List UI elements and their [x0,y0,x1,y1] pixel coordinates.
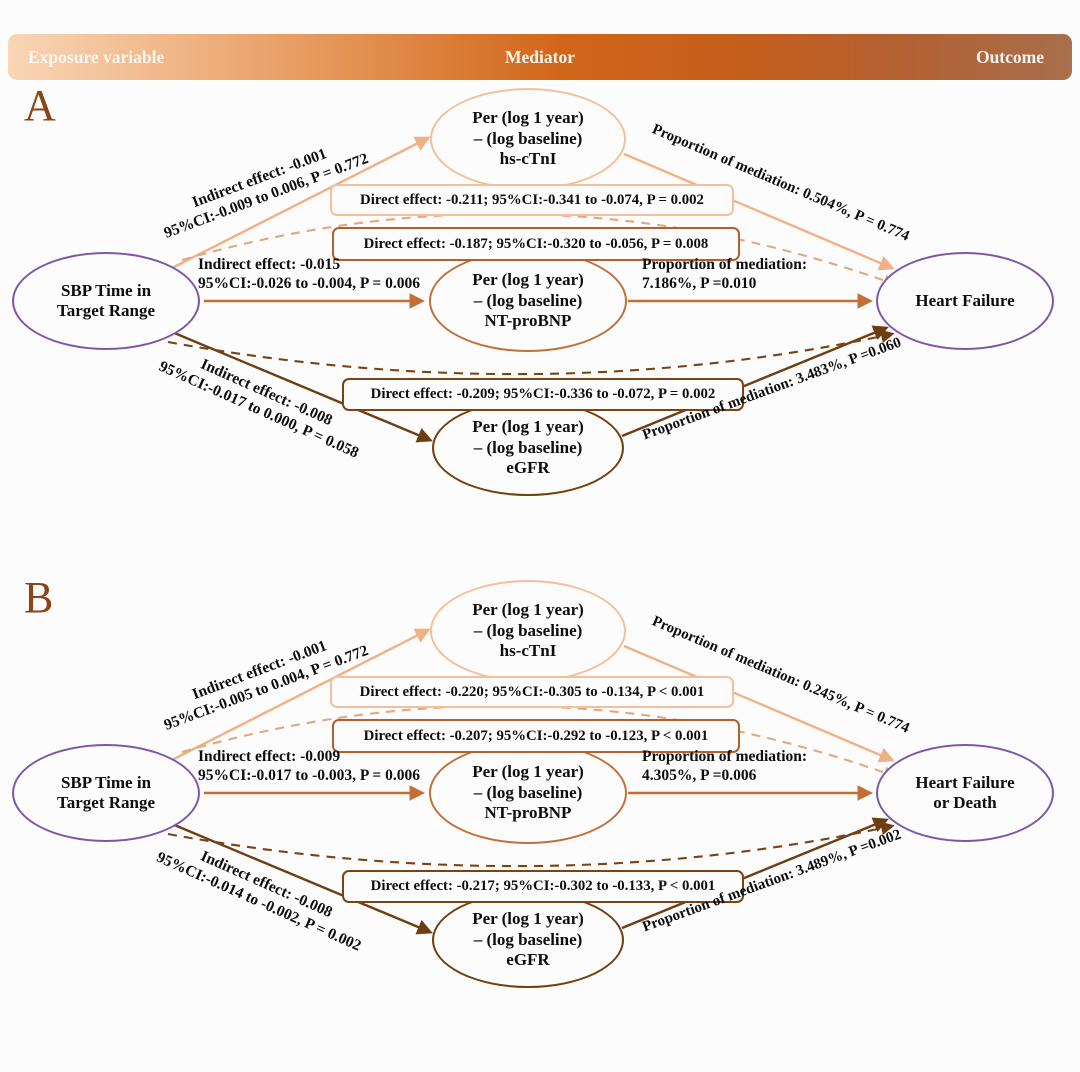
proportion-line1: Proportion of mediation: [642,748,808,765]
outcome-node: Heart Failure [876,252,1054,350]
mediator-name: eGFR [506,458,550,478]
mediator-line1: Per (log 1 year) [472,270,584,290]
mediator-line2: – (log baseline) [473,437,583,457]
proportion-line1: Proportion of mediation: [642,256,808,273]
exposure-line1: SBP Time in [60,280,152,300]
mediator-ntprobnp-node: Per (log 1 year) – (log baseline) NT-pro… [429,250,627,352]
indirect-effect-ntprobnp-label: Indirect effect: -0.009 95%CI:-0.017 to … [198,747,420,786]
indirect-effect-ntprobnp-label: Indirect effect: -0.015 95%CI:-0.026 to … [198,255,420,294]
proportion-line2: 7.186%, P =0.010 [642,275,757,293]
exposure-node: SBP Time in Target Range [12,744,200,842]
outcome-line2: or Death [933,793,997,812]
legend-exposure-label: Exposure variable [28,46,165,67]
outcome-line1: Heart Failure [915,772,1015,792]
mediator-line1: Per (log 1 year) [472,909,584,929]
mediator-line2: – (log baseline) [473,929,583,949]
indirect-effect-line2: 95%CI:-0.026 to -0.004, P = 0.006 [198,275,420,293]
legend-mediator-label: Mediator [505,46,575,67]
direct-effect-box-egfr: Direct effect: -0.209; 95%CI:-0.336 to -… [342,378,744,411]
outcome-line1: Heart Failure [915,290,1015,310]
indirect-effect-line1: Indirect effect: -0.001 [189,637,330,703]
direct-effect-box-egfr: Direct effect: -0.217; 95%CI:-0.302 to -… [342,870,744,903]
mediator-line2: – (log baseline) [473,620,583,640]
mediator-egfr-node: Per (log 1 year) – (log baseline) eGFR [432,892,624,988]
panel-b-letter: B [24,573,54,622]
mediator-line1: Per (log 1 year) [472,417,584,437]
exposure-line1: SBP Time in [60,772,152,792]
exposure-line2: Target Range [56,793,156,812]
panel-a: A SBP Time in Target Range Per (log 1 ye… [0,80,1080,580]
mediator-name: eGFR [506,950,550,970]
exposure-line2: Target Range [56,301,156,320]
mediator-line1: Per (log 1 year) [472,762,584,782]
mediator-line1: Per (log 1 year) [472,108,584,128]
mediator-line1: Per (log 1 year) [472,600,584,620]
panel-b: B SBP Time in Target Range Per (log 1 ye… [0,572,1080,1072]
indirect-effect-line2: 95%CI:-0.017 to -0.003, P = 0.006 [198,767,420,785]
exposure-node: SBP Time in Target Range [12,252,200,350]
proportion-mediation-ntprobnp-label: Proportion of mediation: 7.186%, P =0.01… [642,255,807,294]
legend-bar: Exposure variable Mediator Outcome [8,34,1072,80]
direct-effect-box-hsctni: Direct effect: -0.211; 95%CI:-0.341 to -… [330,184,734,216]
mediator-line2: – (log baseline) [473,128,583,148]
mediator-line2: – (log baseline) [473,290,583,310]
proportion-mediation-ntprobnp-label: Proportion of mediation: 4.305%, P =0.00… [642,747,807,786]
indirect-effect-line1: Indirect effect: -0.015 [198,256,341,273]
mediator-name: hs-cTnI [499,641,557,661]
mediator-line2: – (log baseline) [473,782,583,802]
proportion-line2: 4.305%, P =0.006 [642,767,757,785]
mediator-hsctni-node: Per (log 1 year) – (log baseline) hs-cTn… [430,580,626,682]
mediator-name: hs-cTnI [499,149,557,169]
indirect-effect-line1: Indirect effect: -0.001 [189,145,330,211]
panel-a-letter: A [24,81,56,130]
mediator-ntprobnp-node: Per (log 1 year) – (log baseline) NT-pro… [429,742,627,844]
indirect-effect-line1: Indirect effect: -0.009 [198,748,341,765]
outcome-node: Heart Failure or Death [876,744,1054,842]
mediator-name: NT-proBNP [484,311,572,331]
legend-outcome-label: Outcome [975,46,1044,67]
mediator-name: NT-proBNP [484,803,572,823]
direct-effect-box-hsctni: Direct effect: -0.220; 95%CI:-0.305 to -… [330,676,734,708]
mediator-hsctni-node: Per (log 1 year) – (log baseline) hs-cTn… [430,88,626,190]
mediator-egfr-node: Per (log 1 year) – (log baseline) eGFR [432,400,624,496]
